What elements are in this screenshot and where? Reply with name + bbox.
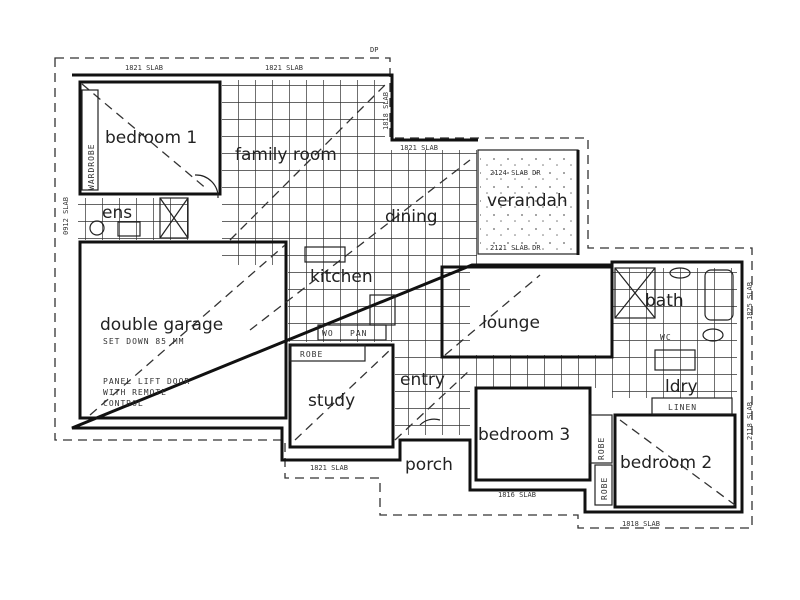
dimension-label: 2121 SLAB DR <box>490 244 541 252</box>
room-label-bedroom-3: bedroom 3 <box>478 425 570 445</box>
dimension-label: 1821 SLAB <box>310 464 348 472</box>
garage-setdown-note: SET DOWN 85 MM <box>103 337 184 346</box>
dimension-label: 1825 SLAB <box>746 282 754 320</box>
dimension-label: 1818 SLAB <box>382 92 390 130</box>
linen-label: LINEN <box>668 403 697 412</box>
tiled-floor <box>78 80 737 435</box>
wall-oven-label: WO <box>322 329 334 338</box>
room-label-laundry: ldry <box>665 377 698 397</box>
room-label-bedroom-2: bedroom 2 <box>620 453 712 473</box>
fixtures <box>81 89 734 506</box>
dimension-label: 1821 SLAB <box>400 144 438 152</box>
outer-wall <box>71 73 744 514</box>
room-label-dining: dining <box>385 207 438 227</box>
dimension-label: 1821 SLAB <box>125 64 163 72</box>
garage-door-note-1: PANEL LIFT DOOR <box>103 377 190 386</box>
room-label-ens: ens <box>102 203 132 223</box>
dimension-label: 0912 SLAB <box>62 197 70 235</box>
room-label-lounge: lounge <box>482 313 540 333</box>
study-robe-label: ROBE <box>300 350 323 359</box>
room-label-kitchen: kitchen <box>310 267 373 287</box>
room-label-porch: porch <box>405 455 453 475</box>
diagonal-hatching <box>81 83 736 506</box>
eave-outline <box>54 57 753 529</box>
room-label-double-garage: double garage <box>100 315 223 335</box>
room-label-bath: bath <box>645 291 684 311</box>
bedroom3-robe-label: ROBE <box>597 437 606 460</box>
verandah-slab <box>480 152 576 252</box>
bedroom2-robe-label: ROBE <box>600 477 609 500</box>
dimension-label: 2124 SLAB DR <box>490 169 541 177</box>
room-label-study: study <box>308 391 355 411</box>
wardrobe-label: WARDROBE <box>87 143 96 190</box>
garage-door-note-3: CONTROL <box>103 399 144 408</box>
room-label-family-room: family room <box>235 145 337 165</box>
dimension-label: 2118 SLAB <box>746 402 754 440</box>
dimension-label: 1818 SLAB <box>622 520 660 528</box>
pantry-label: PAN <box>350 329 367 338</box>
room-label-wc: WC <box>660 333 672 342</box>
dimension-label: 1816 SLAB <box>498 491 536 499</box>
downpipe-marker: DP <box>370 46 378 54</box>
garage-door-note-2: WITH REMOTE <box>103 388 167 397</box>
dimension-label: 1821 SLAB <box>265 64 303 72</box>
room-label-bedroom-1: bedroom 1 <box>105 128 197 148</box>
room-label-entry: entry <box>400 370 445 390</box>
room-label-verandah: verandah <box>487 191 568 211</box>
